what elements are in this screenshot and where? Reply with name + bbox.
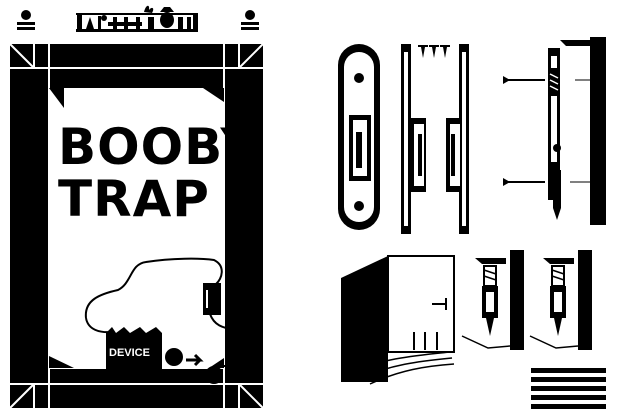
door-latch-closeup-left (461, 250, 524, 350)
screws-icon (418, 45, 450, 58)
toolbar-strip-icon (76, 5, 198, 32)
spring-plunger-icon (503, 37, 606, 225)
door-frame-icon (401, 44, 469, 234)
trigger-balls (165, 348, 223, 384)
person-icon-right (241, 10, 259, 30)
poster-title-line2: TRAP (58, 170, 210, 228)
striped-block-icon (531, 368, 606, 409)
latch-plate-icon (338, 44, 380, 230)
device-box: DEVICE (106, 327, 162, 369)
person-icon-left (17, 10, 35, 30)
door-latch-closeup-right (529, 250, 592, 350)
device-label: DEVICE (109, 347, 150, 359)
detonator-icon (203, 283, 221, 315)
poster-title-line1: BOOBY (58, 118, 258, 176)
door-corner-icon (341, 255, 455, 385)
